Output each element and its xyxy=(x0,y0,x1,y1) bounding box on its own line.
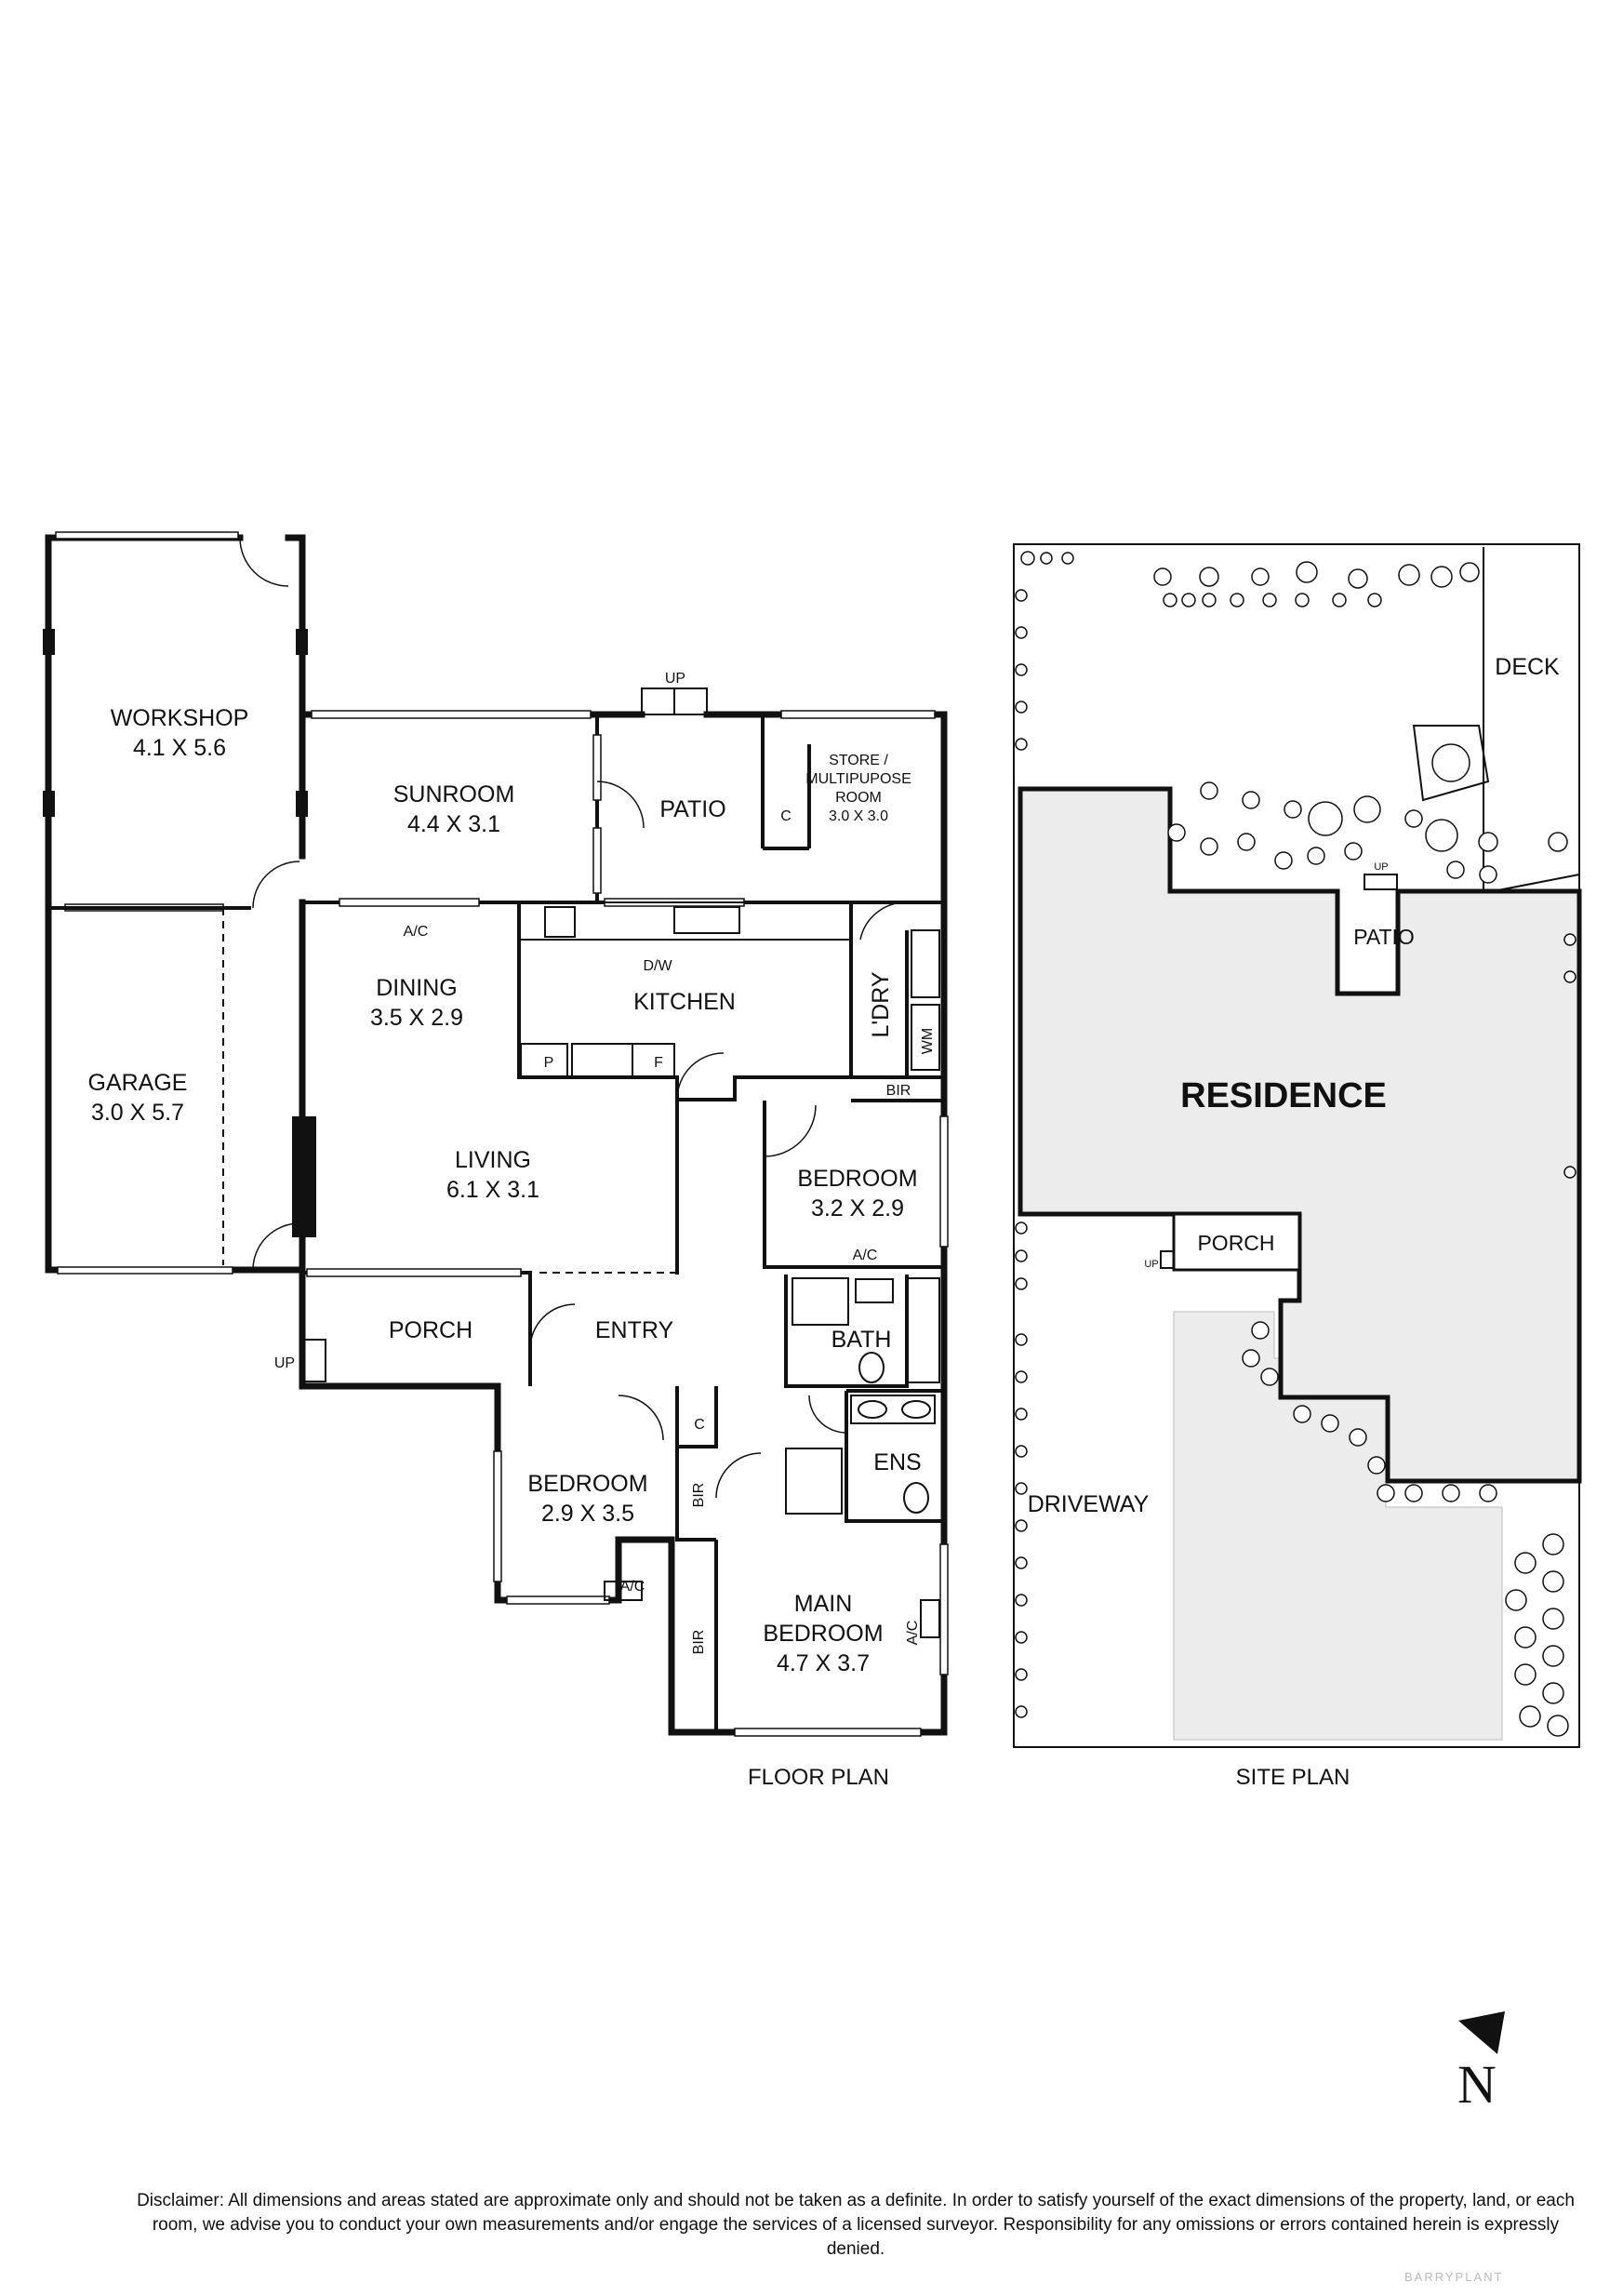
porch-label: PORCH xyxy=(389,1317,472,1343)
cupboard-label-entry: C xyxy=(694,1417,705,1433)
floor-plan-caption: FLOOR PLAN xyxy=(748,1765,889,1790)
north-arrow: N xyxy=(1457,2011,1505,2115)
store-label-line1: STORE / xyxy=(829,753,888,768)
kitchen-label: KITCHEN xyxy=(633,989,736,1015)
wm-label: WM xyxy=(920,1028,936,1054)
entry-label: ENTRY xyxy=(595,1317,674,1343)
bedroom-west-dims: 2.9 X 3.5 xyxy=(541,1501,634,1527)
ac-label-main-bedroom: A/C xyxy=(905,1621,921,1646)
site-plan: DECK PATIO RESIDENCE PORCH DRIVEWAY UP U… xyxy=(1013,543,1582,1790)
bedroom-east-label: BEDROOM xyxy=(797,1166,917,1192)
site-plan-caption: SITE PLAN xyxy=(1236,1765,1350,1790)
workshop-dims: 4.1 X 5.6 xyxy=(133,735,226,761)
ac-label-bedroom-east: A/C xyxy=(853,1248,878,1263)
fridge-label: F xyxy=(654,1055,663,1071)
site-patio-label: PATIO xyxy=(1353,925,1415,949)
dw-label: D/W xyxy=(643,958,672,974)
bedroom-east-dims: 3.2 X 2.9 xyxy=(811,1195,904,1221)
bath-label: BATH xyxy=(831,1327,892,1353)
floor-plan: WORKSHOP 4.1 X 5.6 GARAGE 3.0 X 5.7 SUNR… xyxy=(43,531,949,1790)
site-residence-label: RESIDENCE xyxy=(1180,1076,1387,1115)
workshop-garage-walls xyxy=(43,531,308,1275)
site-porch-label: PORCH xyxy=(1197,1231,1274,1255)
workshop-label: WORKSHOP xyxy=(111,705,249,731)
living-label: LIVING xyxy=(455,1147,531,1173)
sunroom-label: SUNROOM xyxy=(393,781,515,808)
deck-outline xyxy=(1483,547,1580,895)
north-label: N xyxy=(1457,2054,1497,2115)
garage-dims: 3.0 X 5.7 xyxy=(91,1100,184,1126)
ens-label: ENS xyxy=(873,1449,921,1475)
site-up-label-patio: UP xyxy=(1374,861,1388,873)
garage-label: GARAGE xyxy=(88,1070,188,1096)
store-dims: 3.0 X 3.0 xyxy=(829,808,888,824)
disclaimer-text: Disclaimer: All dimensions and areas sta… xyxy=(137,2191,1575,2259)
pantry-label: P xyxy=(544,1055,554,1071)
bir-label-bedroom-west: BIR xyxy=(691,1483,707,1508)
site-patio-step xyxy=(1364,874,1398,890)
bir-label-main-bedroom: BIR xyxy=(691,1630,707,1655)
site-porch-step xyxy=(1160,1250,1175,1269)
main-bedroom-label-line1: MAIN xyxy=(794,1591,853,1617)
patio-label: PATIO xyxy=(659,796,725,822)
store-label-line3: ROOM xyxy=(835,790,882,806)
bir-label-bedroom-east: BIR xyxy=(886,1083,911,1099)
shrubs xyxy=(1015,551,1576,1737)
up-label-porch: UP xyxy=(274,1355,295,1371)
cupboard-label-store: C xyxy=(780,808,792,824)
dining-label: DINING xyxy=(376,975,458,1001)
floor-plan-labels: WORKSHOP 4.1 X 5.6 GARAGE 3.0 X 5.7 SUNR… xyxy=(88,671,936,1790)
sunroom-dims: 4.4 X 3.1 xyxy=(407,811,500,837)
store-label-line2: MULTIPUPOSE xyxy=(805,771,911,787)
living-dims: 6.1 X 3.1 xyxy=(446,1177,539,1203)
driveway-area xyxy=(1173,1311,1503,1741)
site-up-label-porch: UP xyxy=(1144,1259,1158,1270)
ac-label-dining: A/C xyxy=(404,924,429,940)
site-deck-label: DECK xyxy=(1495,654,1560,680)
main-bedroom-label-line2: BEDROOM xyxy=(763,1621,883,1647)
north-arrow-icon xyxy=(1458,2011,1505,2054)
bedroom-west-label: BEDROOM xyxy=(527,1471,647,1497)
up-label-patio: UP xyxy=(665,671,685,687)
residence-footprint xyxy=(1018,786,1582,1484)
ac-label-bedroom-west: A/C xyxy=(620,1579,645,1595)
dining-dims: 3.5 X 2.9 xyxy=(370,1005,463,1031)
site-porch xyxy=(1172,1212,1301,1272)
house-walls xyxy=(292,687,949,1737)
brand-watermark: BARRYPLANT xyxy=(1404,2270,1504,2284)
site-driveway-label: DRIVEWAY xyxy=(1028,1491,1150,1517)
main-bedroom-dims: 4.7 X 3.7 xyxy=(777,1650,870,1676)
laundry-label: L'DRY xyxy=(868,971,894,1037)
